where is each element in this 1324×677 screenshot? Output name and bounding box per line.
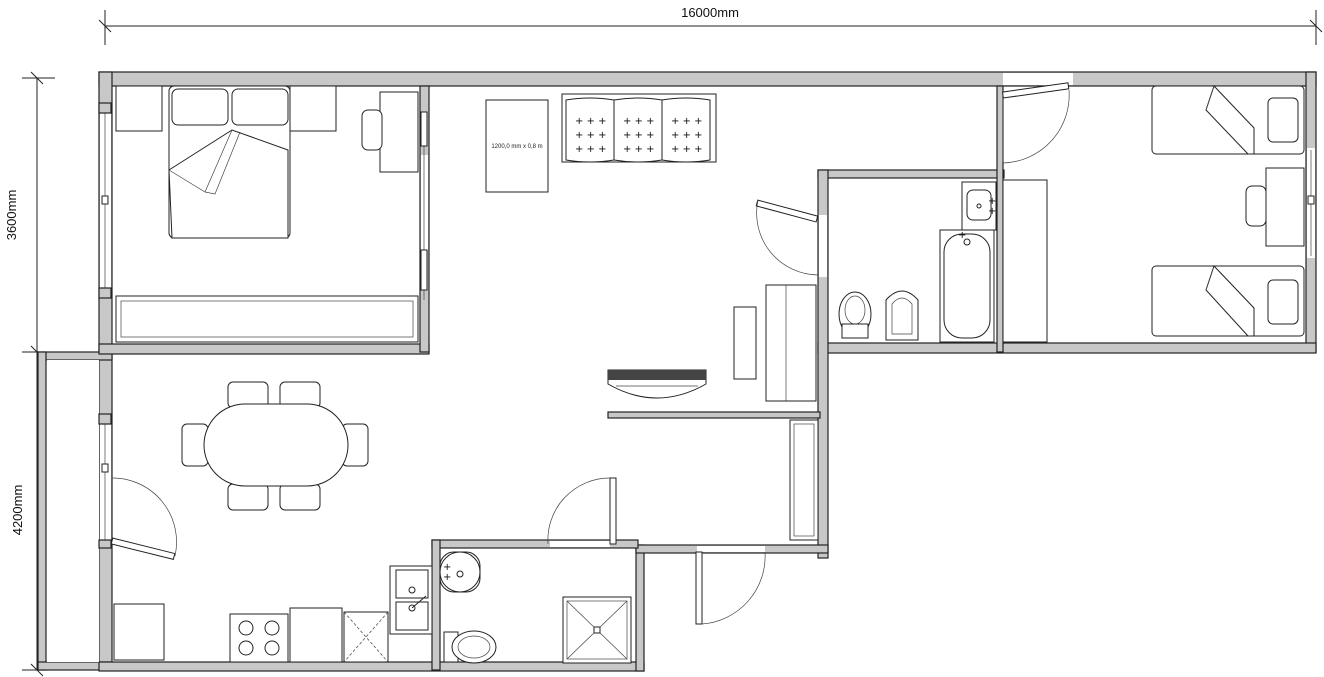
dishwasher bbox=[289, 607, 343, 663]
table-size-annotation: 1200,0 mm x 0,8 m bbox=[491, 144, 542, 150]
main-bathroom: + + + bbox=[838, 179, 1048, 343]
svg-text:+ + +: + + + bbox=[671, 144, 703, 155]
bathroom-sink: + + bbox=[961, 181, 997, 231]
master-bedroom bbox=[115, 85, 419, 343]
svg-text:+ + +: + + + bbox=[623, 130, 655, 141]
svg-text:+: + bbox=[988, 196, 996, 207]
guest-bathroom: + + bbox=[439, 551, 632, 664]
living-area: + + + + + + + + + + + + + + + + + + + + … bbox=[485, 93, 819, 541]
wardrobe bbox=[115, 295, 419, 343]
svg-text:+ + +: + + + bbox=[623, 116, 655, 127]
coffee-table bbox=[485, 99, 549, 193]
svg-text:+ + +: + + + bbox=[671, 116, 703, 127]
width-dimension-label: 16000mm bbox=[681, 5, 739, 20]
svg-text:+ + +: + + + bbox=[575, 116, 607, 127]
washbasin: + + bbox=[439, 551, 481, 593]
bathtub: + bbox=[939, 229, 995, 343]
svg-text:+ + +: + + + bbox=[575, 130, 607, 141]
bathroom-cabinet bbox=[1002, 179, 1048, 343]
sofa: + + + + + + + + + + + + + + + + + + + + … bbox=[561, 93, 717, 163]
kitchen-sink bbox=[389, 565, 433, 635]
bidet bbox=[885, 290, 919, 341]
hall-shelf bbox=[607, 369, 707, 399]
svg-text:+: + bbox=[958, 230, 966, 241]
shower bbox=[562, 596, 632, 664]
doors bbox=[110, 82, 1070, 625]
desk bbox=[361, 91, 419, 173]
svg-text:+: + bbox=[443, 562, 451, 573]
svg-text:+: + bbox=[988, 206, 996, 217]
svg-text:+ + +: + + + bbox=[623, 144, 655, 155]
single-bed-top bbox=[1151, 85, 1305, 155]
dining-table bbox=[181, 381, 369, 511]
windows bbox=[98, 102, 1315, 549]
dimension-lines bbox=[22, 10, 1323, 677]
double-bed bbox=[168, 85, 291, 239]
kids-desk bbox=[1245, 167, 1305, 247]
svg-text:+ + +: + + + bbox=[575, 144, 607, 155]
shoe-cabinet bbox=[789, 419, 819, 541]
tv-unit bbox=[733, 284, 817, 402]
fridge bbox=[343, 611, 389, 663]
svg-text:+ + +: + + + bbox=[671, 130, 703, 141]
single-bed-bottom bbox=[1151, 265, 1305, 337]
stove bbox=[229, 613, 289, 663]
lower-height-dimension-label: 4200mm bbox=[10, 485, 25, 536]
upper-height-dimension-label: 3600mm bbox=[4, 190, 19, 241]
kids-bedroom bbox=[1151, 85, 1305, 337]
toilet bbox=[443, 630, 497, 664]
toilet bbox=[838, 291, 872, 339]
svg-text:+: + bbox=[443, 572, 451, 583]
kitchen bbox=[113, 565, 433, 663]
